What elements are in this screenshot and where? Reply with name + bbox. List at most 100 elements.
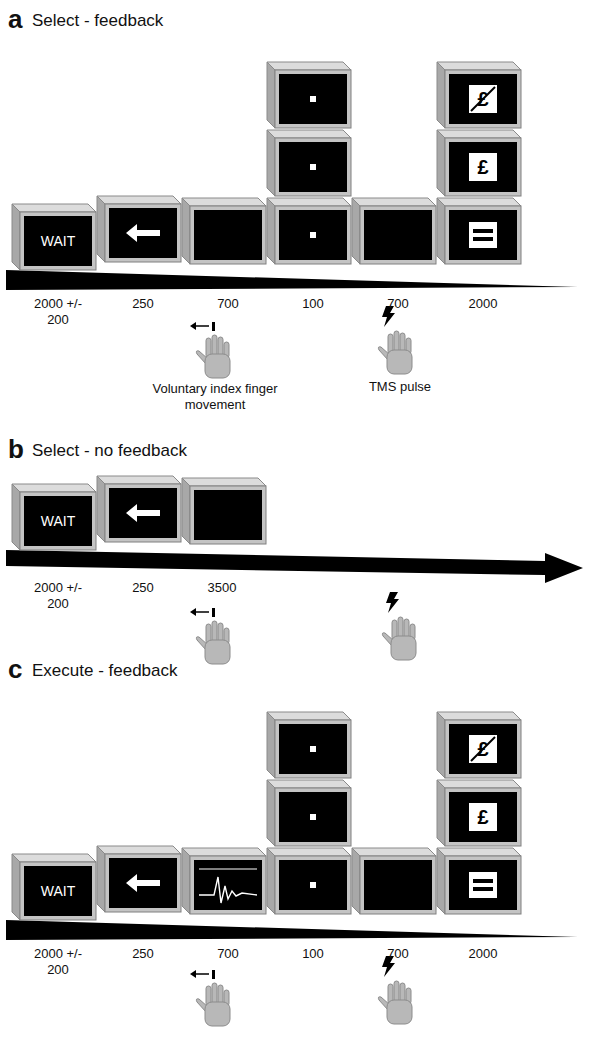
screen-side	[267, 712, 275, 778]
screen-frame	[190, 486, 266, 544]
movement-arrowhead	[190, 970, 196, 978]
screen-frame	[445, 720, 521, 778]
screen-side	[182, 848, 190, 914]
screen-face	[24, 866, 92, 916]
hand-palm	[205, 354, 230, 378]
duration-ms: 100	[302, 296, 324, 312]
screen-frame	[105, 854, 181, 912]
screen-frame	[275, 206, 351, 264]
feedback-square	[469, 872, 497, 898]
pound-symbol: £	[477, 806, 488, 829]
arrow-cue	[126, 874, 160, 892]
duration-ms: 250	[132, 296, 154, 312]
equal-bar	[473, 879, 493, 883]
fixation-dot	[310, 96, 316, 102]
screen-face	[109, 858, 177, 908]
screen-face	[24, 496, 92, 546]
cross-slash	[471, 87, 495, 111]
feedback-square	[469, 222, 497, 248]
movement-arrowhead	[190, 322, 196, 330]
screen-frame	[190, 856, 266, 914]
screen-frame	[275, 720, 351, 778]
duration-ms: 700	[387, 296, 409, 312]
hand-palm	[391, 636, 416, 660]
screen-text-box: WAIT	[24, 866, 92, 916]
equal-bar	[473, 887, 493, 891]
tms-bolt	[386, 592, 399, 613]
screen-face	[449, 210, 517, 260]
screen-frame	[360, 206, 436, 264]
time-axis	[6, 920, 578, 940]
screen-text: WAIT	[41, 883, 75, 899]
screen-top	[12, 484, 96, 492]
screen-top	[352, 848, 436, 856]
screen-top	[437, 198, 521, 206]
screen-side	[267, 198, 275, 264]
screen-side	[352, 198, 360, 264]
fixation-dot	[310, 882, 316, 888]
feedback-box: £	[469, 803, 497, 831]
screen-side	[352, 848, 360, 914]
screen-face	[449, 724, 517, 774]
hand-palm	[205, 1002, 230, 1026]
screen-top	[12, 204, 96, 212]
screen-top	[437, 62, 521, 70]
screen-face	[279, 142, 347, 192]
screen-text: WAIT	[41, 513, 75, 529]
fixation-dot	[310, 232, 316, 238]
screen-top	[97, 196, 181, 204]
panel-title: Select - no feedback	[32, 441, 187, 461]
screen-top	[267, 130, 351, 138]
screen-side	[12, 484, 20, 550]
duration-ms: 2000 +/- 200	[32, 580, 84, 611]
pound-symbol: £	[477, 156, 488, 179]
screen-top	[182, 198, 266, 206]
screen-text-box: WAIT	[24, 216, 92, 266]
screen-top	[182, 478, 266, 486]
hand-palm	[387, 1000, 412, 1024]
screen-side	[437, 198, 445, 264]
screen-top	[267, 198, 351, 206]
feedback-square	[469, 153, 497, 181]
screen-frame	[445, 138, 521, 196]
screen-frame	[360, 856, 436, 914]
screen-face	[364, 210, 432, 260]
screen-face	[109, 208, 177, 258]
screen-top	[267, 780, 351, 788]
screen-face	[24, 216, 92, 266]
screen-side	[437, 712, 445, 778]
screen-top	[267, 62, 351, 70]
screen-side	[97, 476, 105, 542]
movement-tick	[212, 322, 215, 331]
arrow-cue	[126, 504, 160, 522]
screen-top	[352, 198, 436, 206]
arrow-cue	[126, 224, 160, 242]
duration-ms: 2000	[469, 296, 498, 312]
hand-palm	[205, 640, 230, 664]
screen-face	[279, 792, 347, 842]
duration-ms: 700	[387, 946, 409, 962]
tms-label: TMS pulse	[369, 379, 431, 395]
movement-label: Voluntary index finger movement	[130, 381, 300, 412]
movement-tick	[212, 970, 215, 979]
panel-letter: a	[8, 4, 22, 35]
screen-frame	[445, 70, 521, 128]
screen-face	[279, 210, 347, 260]
screen-side	[267, 848, 275, 914]
feedback-square	[469, 85, 497, 113]
equal-bar	[473, 237, 493, 241]
screen-top	[437, 848, 521, 856]
screen-side	[437, 130, 445, 196]
screen-top	[182, 848, 266, 856]
panel-letter: b	[8, 434, 24, 465]
screen-frame	[275, 788, 351, 846]
duration-ms: 2000	[469, 946, 498, 962]
feedback-box: £	[469, 153, 497, 181]
equal-bar	[473, 229, 493, 233]
movement-tick	[212, 608, 215, 617]
screen-side	[97, 196, 105, 262]
threshold-line	[199, 869, 257, 870]
screen-side	[437, 780, 445, 846]
duration-ms: 700	[217, 296, 239, 312]
screen-face	[194, 490, 262, 540]
